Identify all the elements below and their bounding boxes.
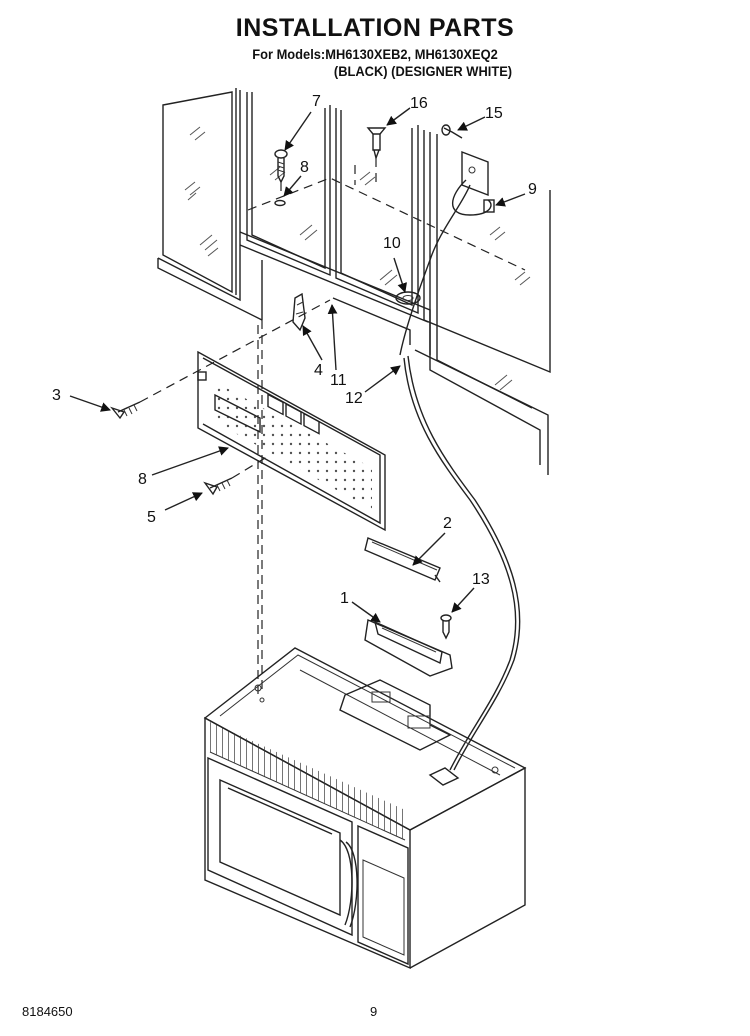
wall-outlet — [461, 150, 489, 197]
doc-number: 8184650 — [22, 1004, 73, 1019]
callout-13: 13 — [472, 571, 490, 588]
toggle-bolt-16 — [366, 127, 387, 161]
mounting-plate-8 — [197, 350, 386, 532]
callout-1: 1 — [340, 590, 349, 607]
leader-lines — [69, 107, 526, 623]
microwave-oven — [203, 647, 527, 970]
callout-5: 5 — [147, 509, 156, 526]
colors-line: (BLACK) (DESIGNER WHITE) — [333, 63, 513, 79]
callout-16: 16 — [410, 95, 428, 112]
upper-cabinets — [157, 88, 551, 475]
callout-6: 7 — [312, 93, 321, 110]
bracket-4 — [292, 292, 306, 332]
callout-2: 2 — [443, 515, 452, 532]
callout-9: 9 — [528, 181, 537, 198]
callout-4: 4 — [314, 362, 323, 379]
screw-6 — [274, 149, 288, 184]
callout-12: 12 — [345, 390, 363, 407]
washer-7 — [274, 199, 286, 207]
callout-15: 15 — [485, 105, 503, 122]
screw-15 — [441, 124, 463, 139]
screw-13 — [440, 614, 452, 640]
damper-2 — [364, 537, 441, 583]
callout-7: 8 — [300, 159, 309, 176]
callout-10: 10 — [383, 235, 401, 252]
bolt-5 — [203, 477, 233, 496]
grommet-10 — [395, 291, 421, 305]
page-title: INSTALLATION PARTS — [235, 14, 515, 42]
page-number: 9 — [370, 1004, 378, 1019]
power-cord — [399, 179, 521, 771]
damper-frame-1 — [364, 619, 453, 677]
bolt-3 — [109, 401, 141, 420]
callout-3: 3 — [52, 387, 61, 404]
cord-clamp-9 — [483, 199, 495, 213]
callout-11: 11 — [330, 372, 347, 389]
models-line: For Models:MH6130XEB2, MH6130XEQ2 — [252, 46, 498, 62]
callout-8: 8 — [138, 471, 147, 488]
